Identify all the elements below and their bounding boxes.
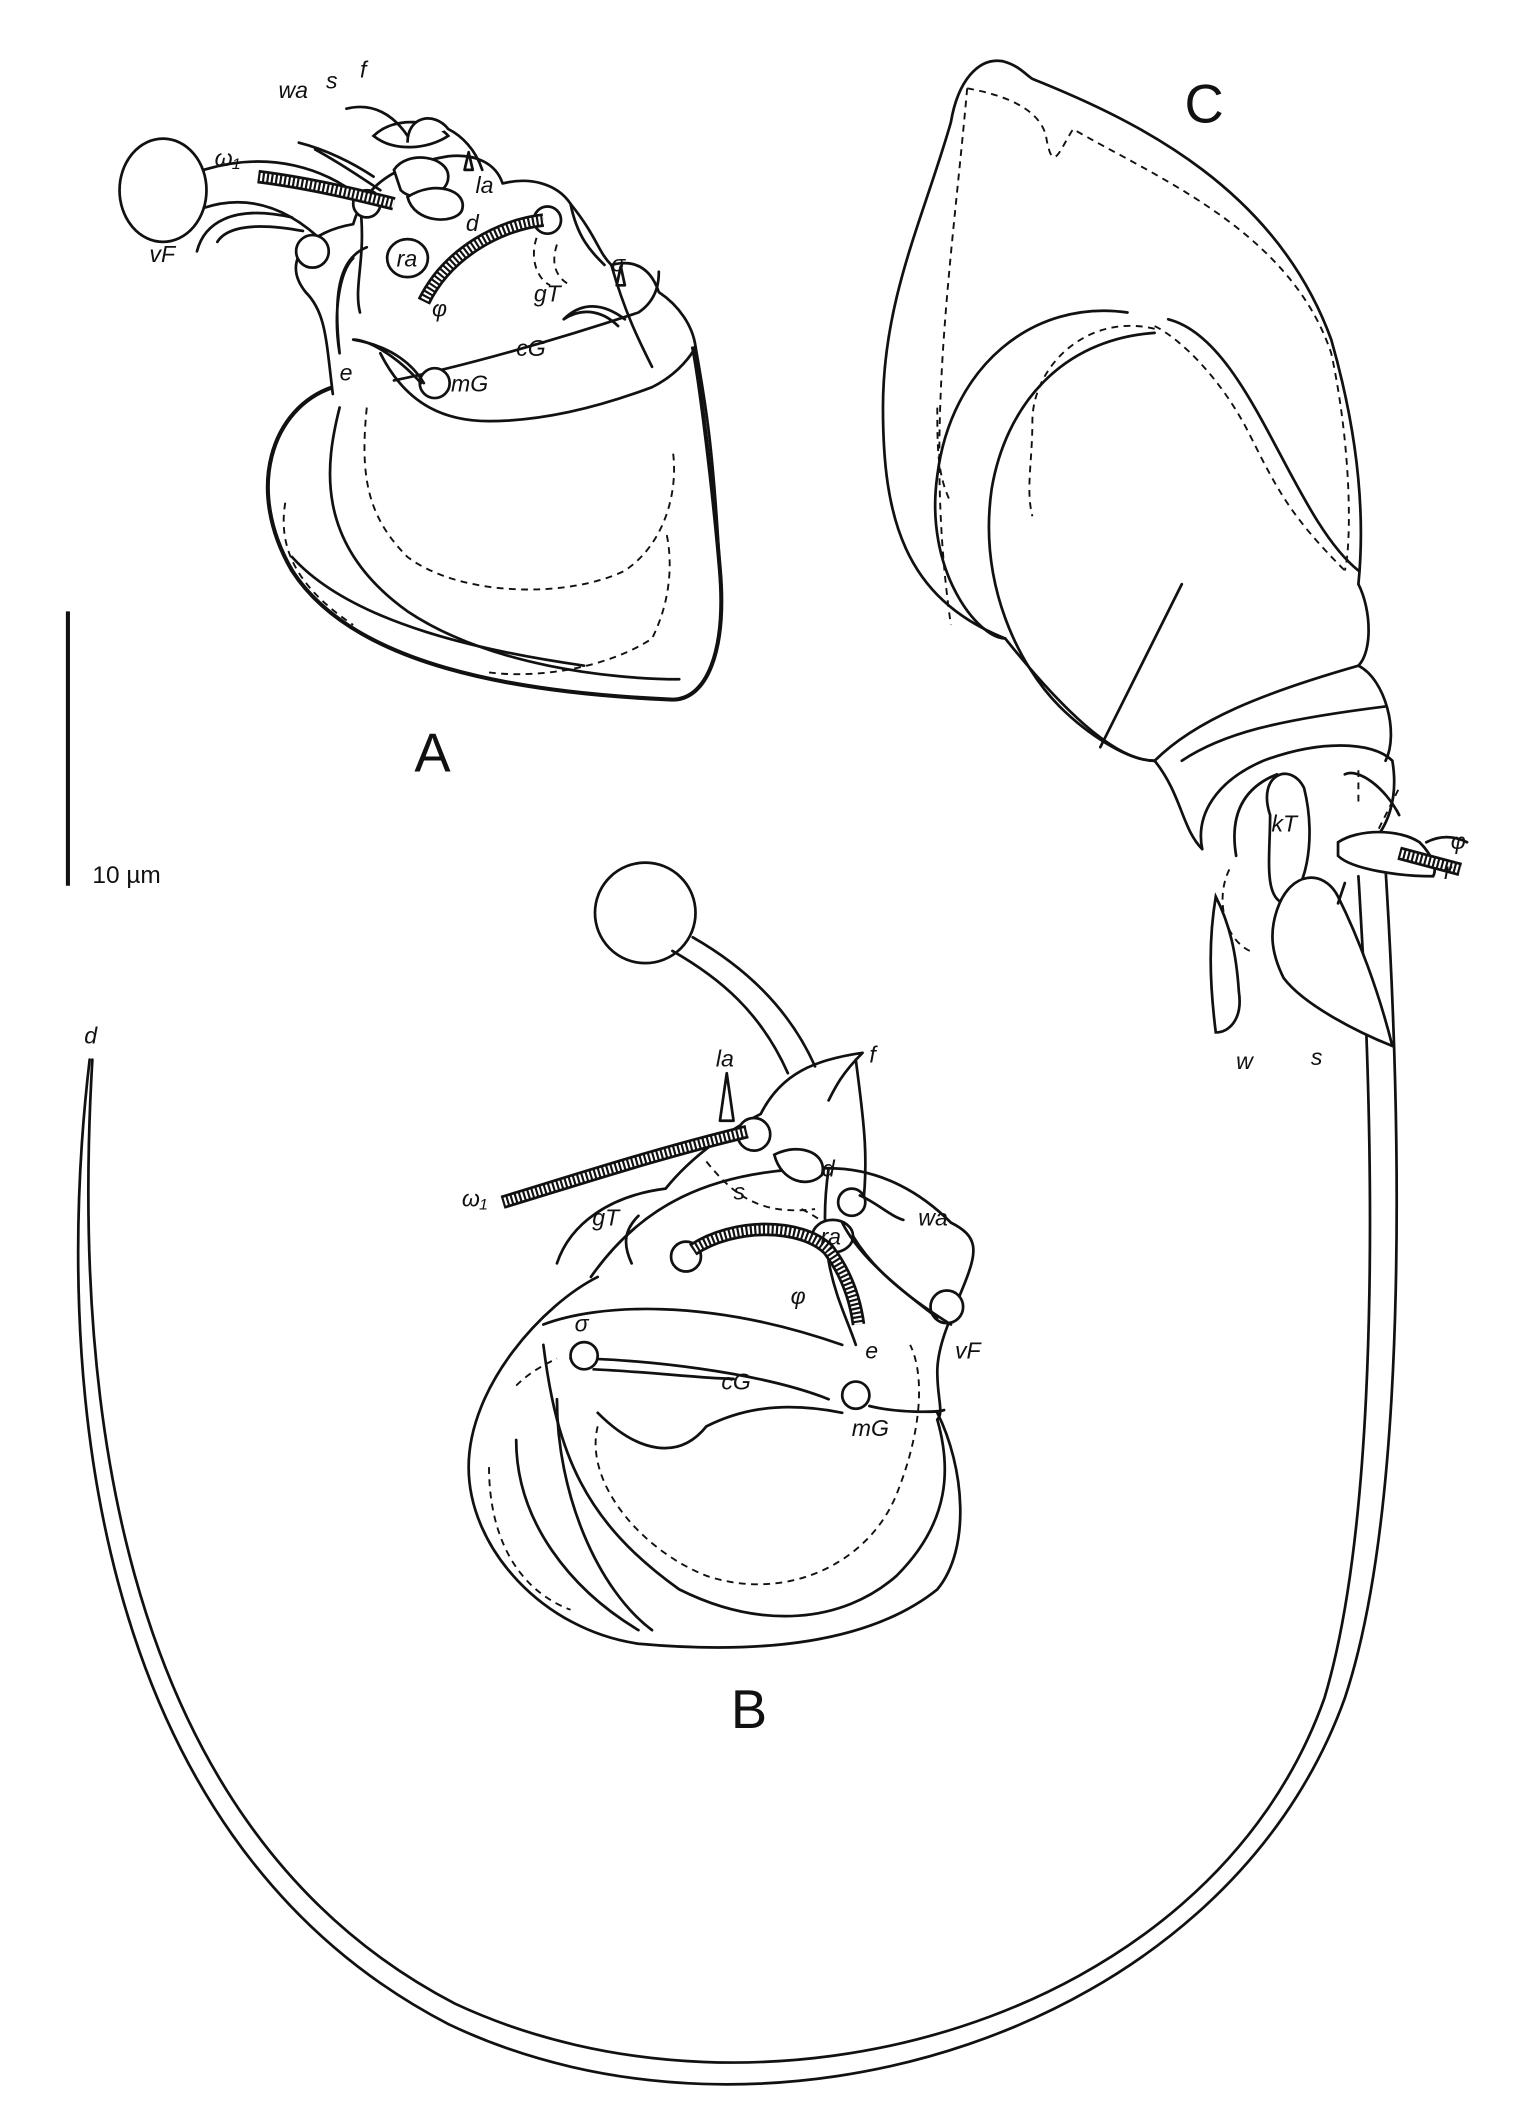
label-mG: mG [852,1415,889,1441]
label-omega1: ω₁ [215,145,240,171]
label-s: s [326,67,338,93]
label-gT: gT [534,281,563,307]
label-f: f [869,1041,878,1067]
panel-a-title: A [414,723,451,784]
panel-b-title: B [731,1679,767,1740]
label-wa: wa [278,77,308,103]
label-sigma: σ [611,251,626,277]
label-w: w [1236,1048,1254,1074]
long-seta-d [76,868,1399,2086]
panel-a-drawing [118,105,724,702]
scale-bar: 10 µm [65,611,161,889]
label-d: d [84,1022,98,1048]
label-phi: φ [1451,828,1466,854]
label-gT: gT [592,1204,621,1230]
label-sigma: σ [575,1310,590,1336]
label-vF: vF [149,241,177,267]
panel-c-drawing [881,59,1469,1049]
label-la: la [716,1045,734,1071]
label-kT: kT [1271,810,1299,836]
label-f: f [360,56,369,82]
label-e: e [340,359,353,385]
label-vF: vF [955,1337,983,1363]
label-omega1: ω₁ [462,1185,487,1211]
label-r: r [1444,858,1453,884]
label-wa: wa [918,1204,948,1230]
label-d: d [466,210,480,236]
label-phi: φ [432,296,447,322]
label-mG: mG [451,370,488,396]
panel-a-labels: wa s f ω₁ la d vF ra gT φ σ e mG cG A [149,56,626,783]
label-e: e [865,1337,878,1363]
panel-c-title: C [1185,73,1224,134]
panel-b-labels: la f d ω₁ s gT wa ra φ σ e vF cG mG B [462,1041,983,1740]
label-ra: ra [820,1223,841,1249]
label-ra: ra [397,245,418,271]
label-la: la [475,172,493,198]
label-cG: cG [721,1369,751,1395]
label-phi: φ [791,1283,806,1309]
label-cG: cG [516,335,546,361]
label-s: s [734,1179,746,1205]
panel-c-labels: C kT φ r w s d [84,73,1466,1074]
label-s: s [1311,1044,1323,1070]
label-d: d [822,1155,836,1181]
scale-bar-label: 10 µm [92,862,160,889]
panel-b-drawing [467,861,975,1649]
